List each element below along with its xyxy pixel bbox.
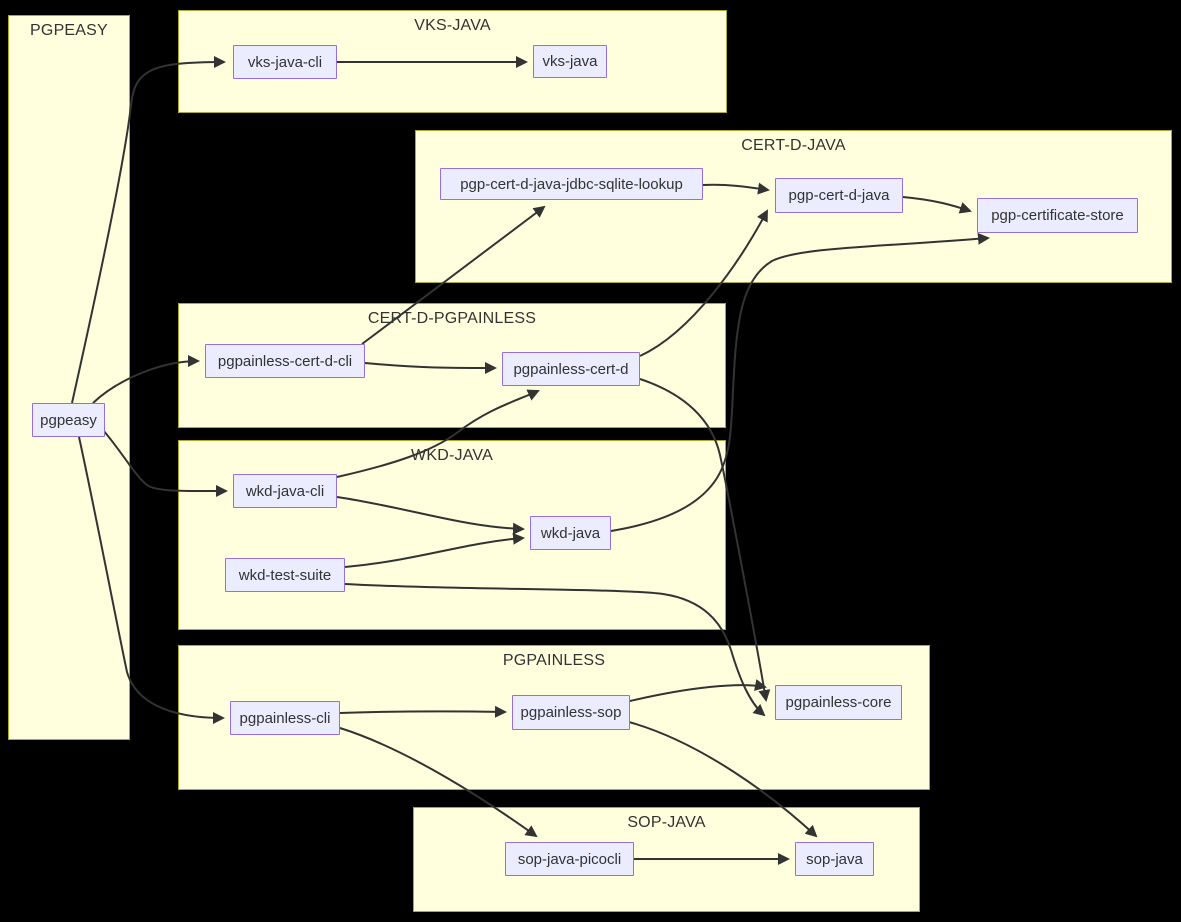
subgraph-pgpeasy-group: PGPEASY bbox=[8, 15, 130, 740]
subgraph-title-vks-java-group: VKS-JAVA bbox=[414, 17, 491, 34]
node-pgpainless-cli: pgpainless-cli bbox=[230, 701, 340, 735]
node-wkd-java-cli: wkd-java-cli bbox=[233, 474, 337, 508]
node-pgpainless-sop: pgpainless-sop bbox=[512, 695, 630, 730]
subgraph-title-sop-java-group: SOP-JAVA bbox=[627, 814, 706, 831]
subgraph-title-cert-d-java-group: CERT-D-JAVA bbox=[741, 137, 846, 154]
subgraph-title-wkd-java-group: WKD-JAVA bbox=[411, 447, 493, 464]
node-pgpeasy: pgpeasy bbox=[32, 403, 105, 437]
node-pgp-cert-d-java: pgp-cert-d-java bbox=[775, 178, 903, 213]
subgraph-title-cert-d-pgpainless-group: CERT-D-PGPAINLESS bbox=[367, 310, 537, 327]
subgraph-title-pgpeasy-group: PGPEASY bbox=[30, 22, 108, 39]
node-pgp-certificate-store: pgp-certificate-store bbox=[977, 198, 1138, 233]
node-vks-java-cli: vks-java-cli bbox=[233, 45, 337, 79]
node-wkd-test-suite: wkd-test-suite bbox=[225, 558, 345, 592]
node-wkd-java: wkd-java bbox=[530, 516, 611, 550]
node-pgp-cert-d-java-jdbc-sqlite-lookup: pgp-cert-d-java-jdbc-sqlite-lookup bbox=[440, 168, 703, 200]
subgraph-title-pgpainless-group: PGPAINLESS bbox=[502, 652, 606, 669]
node-pgpainless-cert-d-cli: pgpainless-cert-d-cli bbox=[205, 344, 365, 378]
node-sop-java-picocli: sop-java-picocli bbox=[505, 842, 634, 876]
node-pgpainless-core: pgpainless-core bbox=[775, 685, 902, 720]
subgraph-wkd-java-group: WKD-JAVA bbox=[178, 440, 726, 630]
node-sop-java: sop-java bbox=[795, 842, 874, 876]
node-vks-java: vks-java bbox=[533, 45, 607, 78]
node-pgpainless-cert-d: pgpainless-cert-d bbox=[502, 352, 640, 386]
